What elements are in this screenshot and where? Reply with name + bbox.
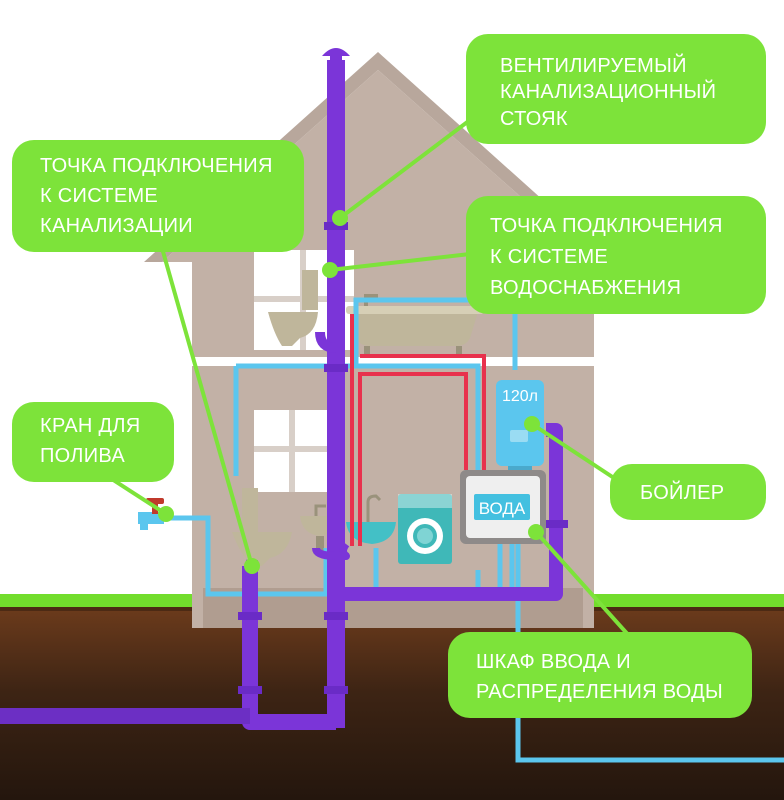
callout-tap-line: КРАН ДЛЯ [40,415,141,437]
callout-water-line: ТОЧКА ПОДКЛЮЧЕНИЯ [490,215,723,237]
callout-cabinet-line: РАСПРЕДЕЛЕНИЯ ВОДЫ [476,681,723,703]
pointer-dots [158,210,544,574]
callout-riser-line: КАНАЛИЗАЦИОННЫЙ [500,79,716,103]
callout-riser-line: ВЕНТИЛИРУЕМЫЙ [500,53,687,77]
water-cabinet: ВОДА [460,470,546,544]
callout-water-line: ВОДОСНАБЖЕНИЯ [490,277,681,299]
callout-sewer-line: КАНАЛИЗАЦИИ [40,215,193,237]
callout-sewer-line: К СИСТЕМЕ [40,185,158,207]
callout-tap-line: ПОЛИВА [40,445,125,467]
pointer-lines [102,118,642,650]
toilet-icon [268,270,318,346]
washing-machine-icon [398,494,452,564]
callout-water-point: ТОЧКА ПОДКЛЮЧЕНИЯ К СИСТЕМЕ ВОДОСНАБЖЕНИ… [466,196,766,314]
callout-tap: КРАН ДЛЯ ПОЛИВА [12,402,174,482]
hot-water-pipes [350,314,486,546]
sewer-couplings [238,222,568,694]
pointer-riser [338,118,472,220]
bathtub-icon [346,294,484,354]
cold-water-pipes [156,297,784,763]
boiler-indicator [510,430,528,442]
window-icon [254,410,330,492]
callout-boiler-line: БОЙЛЕР [640,480,724,504]
callout-cabinet-line: ШКАФ ВВОДА И [476,651,631,673]
callout-cabinet: ШКАФ ВВОДА И РАСПРЕДЕЛЕНИЯ ВОДЫ [448,632,752,718]
pointer-water [329,252,471,272]
callout-sewer-line: ТОЧКА ПОДКЛЮЧЕНИЯ [40,155,273,177]
pointer-sewer [160,247,254,567]
boiler-tank [496,380,544,466]
callout-sewer-point: ТОЧКА ПОДКЛЮЧЕНИЯ К СИСТЕМЕ КАНАЛИЗАЦИИ [12,140,304,252]
water-cabinet-label: ВОДА [479,499,526,518]
callout-water-line: К СИСТЕМЕ [490,246,608,268]
riser-neck [330,56,342,62]
riser-cap [322,48,350,56]
callout-riser-line: СТОЯК [500,108,568,130]
callout-riser: ВЕНТИЛИРУЕМЫЙ КАНАЛИЗАЦИОННЫЙ СТОЯК [466,34,766,144]
callout-boiler: БОЙЛЕР [610,464,766,520]
toilet-icon [232,488,292,566]
pointer-boiler [530,422,616,480]
pointer-cabinet [534,530,642,650]
floor-slab-upper [192,357,594,366]
boiler-volume-label: 120л [502,388,538,405]
